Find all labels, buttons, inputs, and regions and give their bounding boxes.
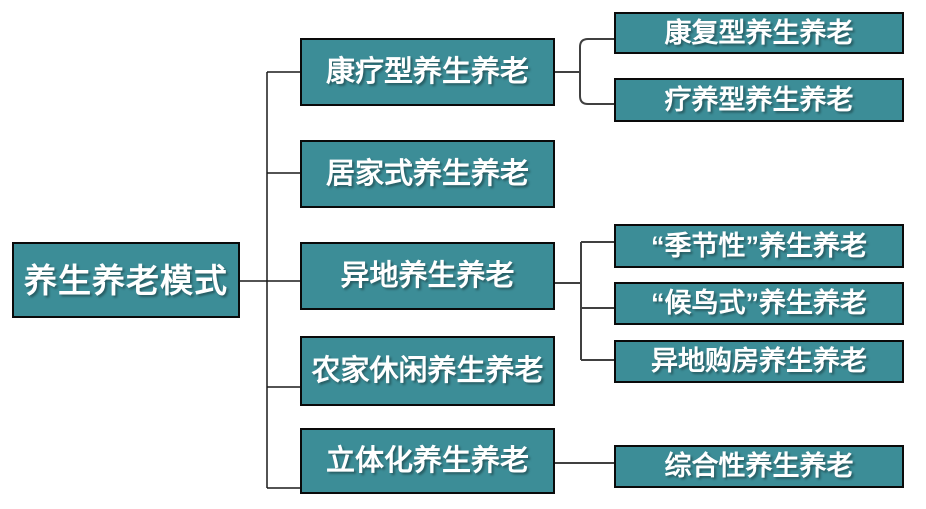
node-seasonal: “季节性”养生养老 [614, 224, 904, 268]
node-migratory-bird: “候鸟式”养生养老 [614, 282, 904, 325]
node-comprehensive: 综合性养生养老 [614, 445, 904, 488]
connector-root-trunk [240, 71, 300, 489]
node-rehabilitation-type: 康复型养生养老 [614, 12, 904, 54]
node-offsite: 异地养生养老 [300, 242, 555, 310]
node-health-elderly-care-model: 养生养老模式 [12, 242, 240, 318]
node-offsite-house-purchase: 异地购房养生养老 [614, 340, 904, 383]
node-multidimensional: 立体化养生养老 [300, 428, 555, 494]
connector-offsite-children [555, 241, 614, 361]
node-farmhouse-leisure: 农家休闲养生养老 [300, 336, 555, 406]
connector-therapy-children [555, 38, 614, 105]
node-home-style: 居家式养生养老 [300, 140, 555, 208]
node-therapy-type: 康疗型养生养老 [300, 38, 555, 106]
node-recuperation-type: 疗养型养生养老 [614, 78, 904, 122]
